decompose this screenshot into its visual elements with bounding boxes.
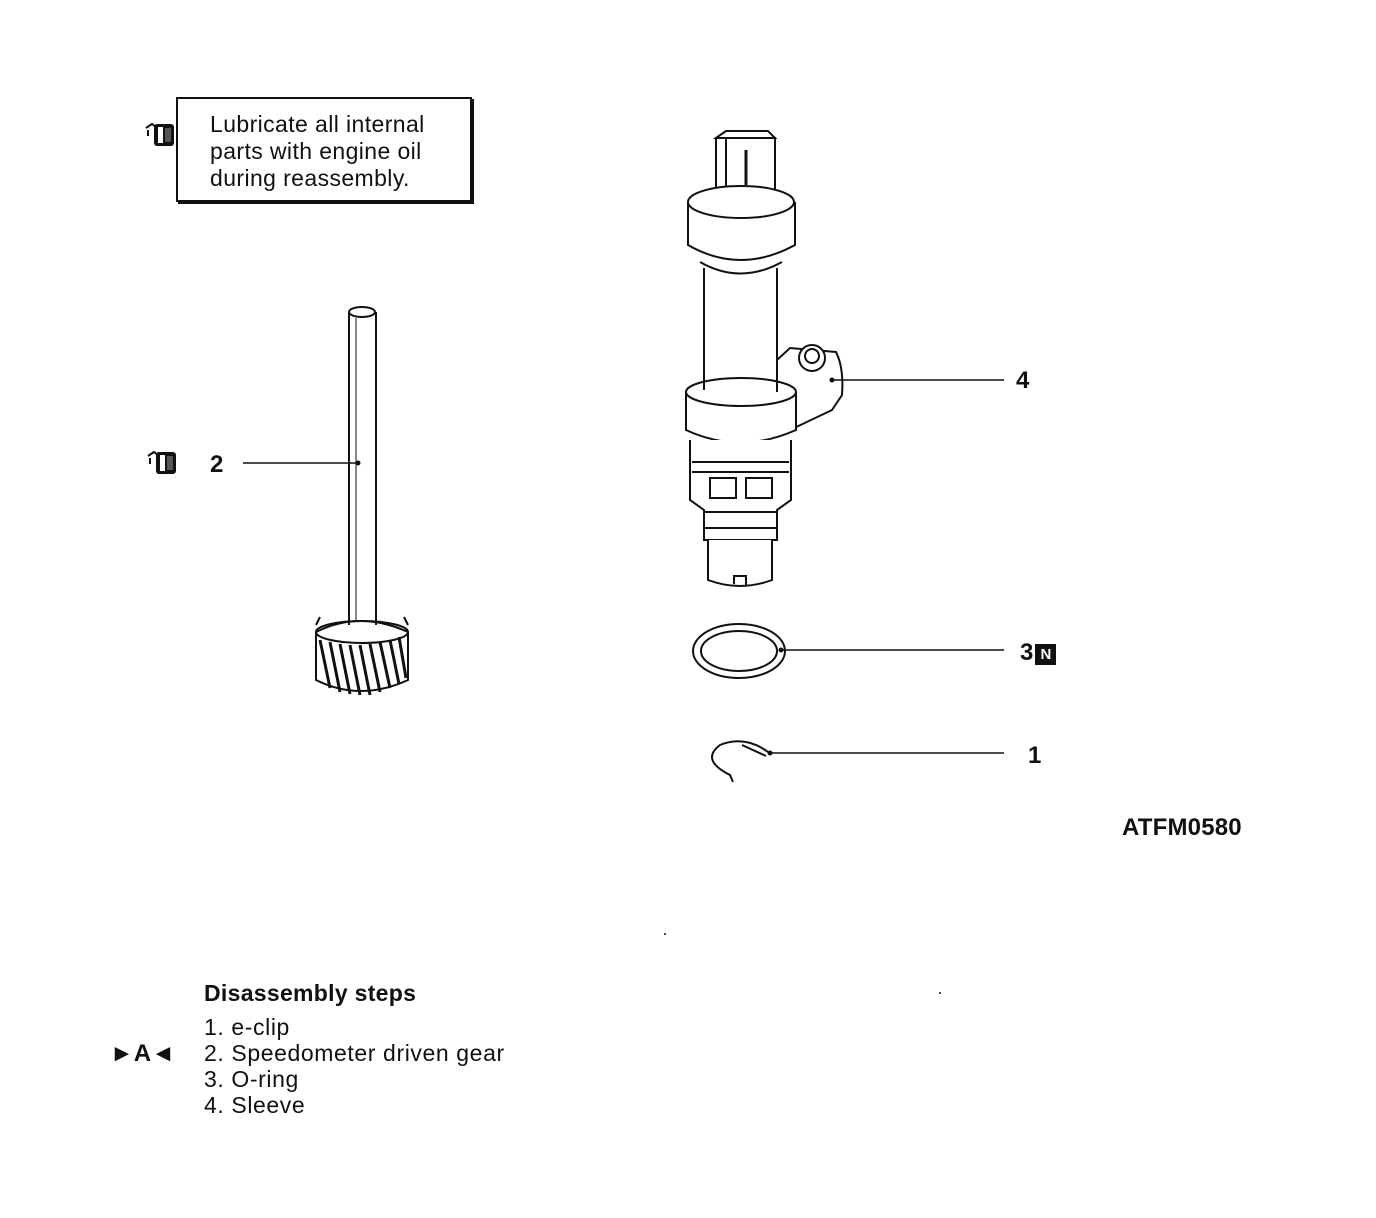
oil-can-icon — [147, 451, 177, 475]
e-clip-drawing — [711, 740, 769, 783]
callout-4: 4 — [1016, 367, 1030, 394]
note-line: Lubricate all internal — [210, 111, 425, 137]
list-item: 2. Speedometer driven gear — [204, 1040, 505, 1066]
callout-2: 2 — [210, 451, 224, 478]
figure-code: ATFM0580 — [1122, 814, 1242, 841]
callout-1: 1 — [1028, 742, 1042, 769]
service-point-mark: ►A◄ — [110, 1040, 175, 1067]
list-item: 3. O-ring — [204, 1066, 299, 1092]
o-ring-drawing — [692, 623, 786, 679]
leader-dots — [355, 377, 941, 994]
disassembly-steps-list: 1. e-clip 2. Speedometer driven gear 3. … — [204, 1014, 505, 1118]
list-item: 1. e-clip — [204, 1014, 290, 1040]
sleeve-drawing — [685, 130, 844, 587]
leader-lines — [243, 379, 1004, 754]
note-line: during reassembly. — [210, 165, 410, 191]
speedometer-driven-gear-drawing — [315, 306, 409, 696]
disassembly-steps-title: Disassembly steps — [204, 980, 417, 1006]
new-part-badge: N — [1035, 644, 1057, 665]
note-line: parts with engine oil — [210, 138, 422, 164]
callout-3-number: 3 — [1020, 639, 1034, 666]
oil-can-icon — [145, 123, 175, 147]
lubrication-note-box: Lubricate all internal parts with engine… — [176, 97, 472, 202]
list-item: 4. Sleeve — [204, 1092, 306, 1118]
